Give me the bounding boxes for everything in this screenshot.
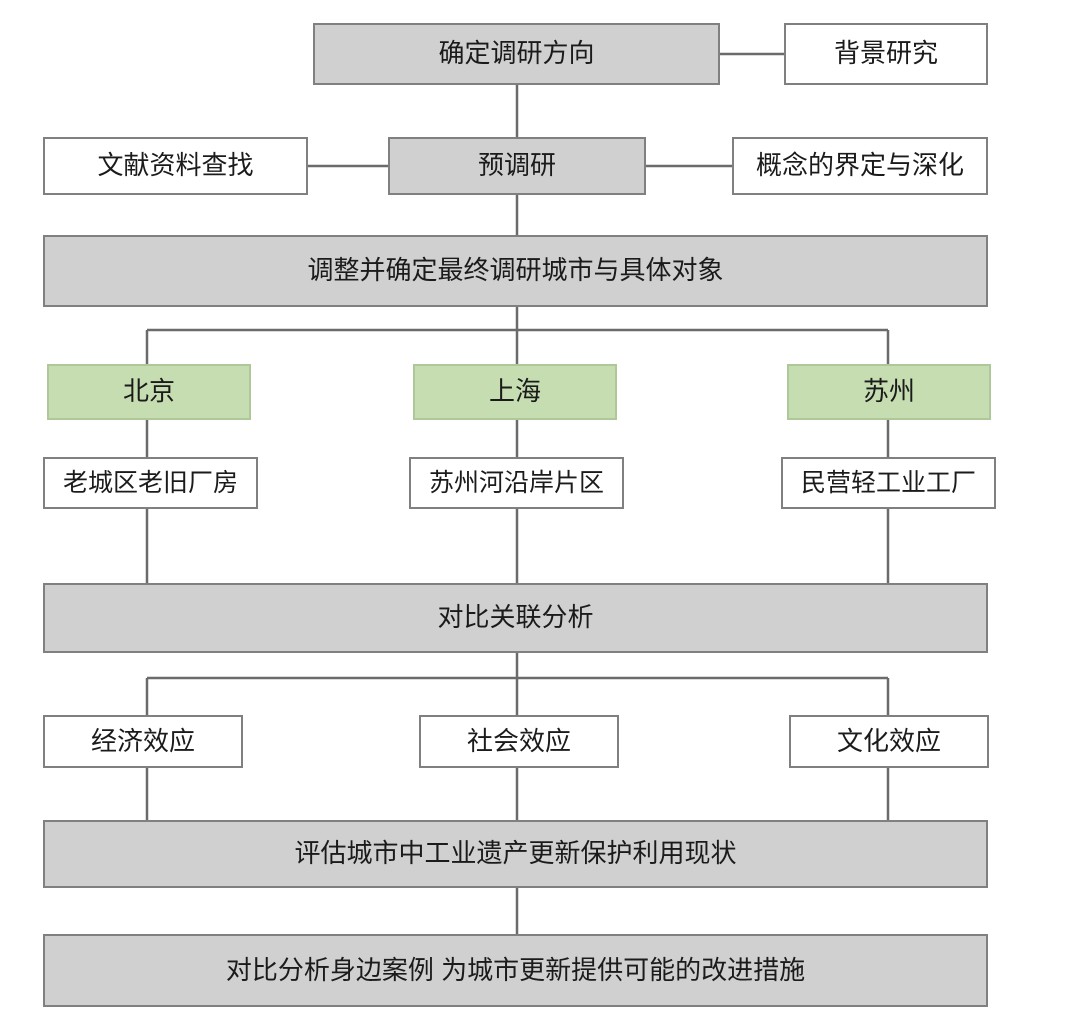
flowchart-node[interactable]: 文化效应 (789, 715, 989, 768)
flowchart-node[interactable]: 对比关联分析 (43, 583, 988, 653)
connector-line (145, 653, 890, 715)
flowchart-node[interactable]: 概念的界定与深化 (732, 137, 988, 195)
flowchart-node[interactable]: 背景研究 (784, 23, 988, 85)
flowchart-node[interactable]: 老城区老旧厂房 (43, 457, 258, 509)
flowchart-node[interactable]: 对比分析身边案例 为城市更新提供可能的改进措施 (43, 934, 988, 1007)
flowchart-node[interactable]: 上海 (413, 364, 617, 420)
flowchart-node[interactable]: 北京 (47, 364, 251, 420)
connector-line (145, 307, 890, 364)
flowchart-node[interactable]: 苏州河沿岸片区 (409, 457, 624, 509)
flowchart-node[interactable]: 评估城市中工业遗产更新保护利用现状 (43, 820, 988, 888)
flowchart-node[interactable]: 经济效应 (43, 715, 243, 768)
flowchart-node[interactable]: 文献资料查找 (43, 137, 308, 195)
flowchart-node[interactable]: 确定调研方向 (313, 23, 720, 85)
flowchart-node[interactable]: 民营轻工业工厂 (781, 457, 996, 509)
flowchart-node[interactable]: 苏州 (787, 364, 991, 420)
flowchart-node[interactable]: 社会效应 (419, 715, 619, 768)
flowchart-node[interactable]: 预调研 (388, 137, 646, 195)
flowchart-node[interactable]: 调整并确定最终调研城市与具体对象 (43, 235, 988, 307)
